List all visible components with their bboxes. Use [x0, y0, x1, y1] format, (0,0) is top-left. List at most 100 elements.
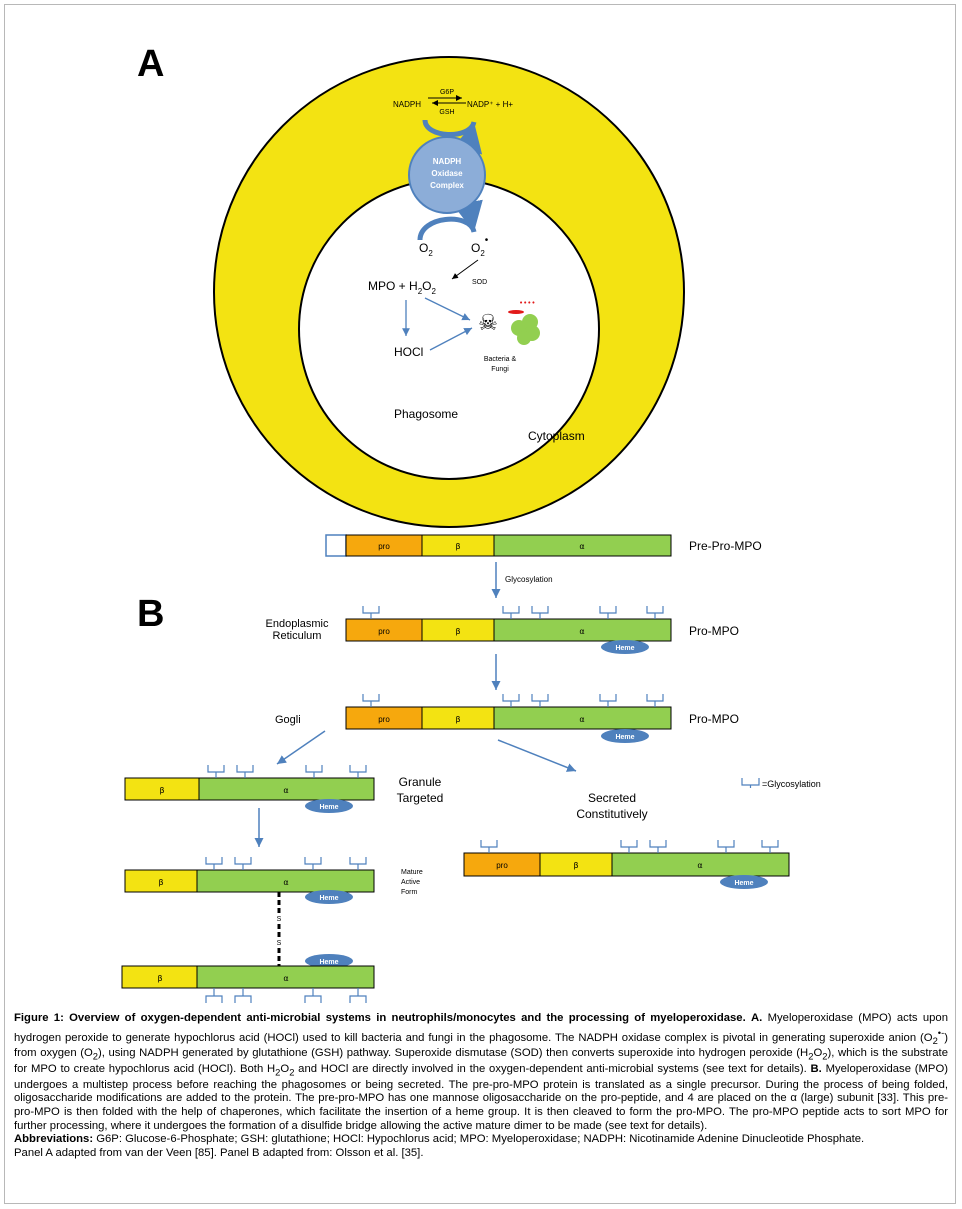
caption-sub: 2	[808, 1050, 814, 1062]
secreted-bar: pro β α	[463, 852, 790, 877]
mpo-to-microbes-arrow	[424, 297, 471, 321]
heme-label: Heme	[319, 804, 338, 811]
figure-diagram: A NADPH G6P GSH NADP⁺ + H+ NADPH Oxidase…	[121, 43, 821, 1003]
er-line-2: Reticulum	[273, 630, 322, 642]
panel-a-label: A	[137, 43, 164, 85]
er-pro-mpo-bar: pro β α	[345, 618, 672, 642]
seg-beta-label: β	[455, 715, 460, 724]
sod-arrow	[451, 259, 479, 280]
phagosome-label: Phagosome	[394, 407, 458, 421]
fungus-icon	[511, 314, 540, 345]
caption-sub: 2	[289, 1066, 295, 1078]
mature-bottom-bar: β α	[121, 965, 375, 989]
seg-beta-label: β	[455, 627, 460, 636]
hocl-to-microbes-arrow	[429, 327, 473, 351]
disulfide-s1: S	[277, 916, 282, 923]
glycosylation-fork	[205, 857, 223, 870]
skull-crossbones-icon: ☠	[478, 311, 498, 336]
seg-beta-label: β	[157, 974, 162, 983]
seg-pro-label: pro	[378, 542, 390, 551]
signal-peptide-segment	[325, 534, 347, 557]
reaction-nadph: NADPH	[393, 100, 421, 109]
glycosylation-fork	[502, 694, 520, 707]
glycosylation-fork	[717, 840, 735, 853]
bacterium-icon	[508, 310, 524, 314]
glycosylation-fork	[349, 988, 367, 1003]
caption-a-text: ) from oxygen (O	[14, 1031, 948, 1060]
caption-title: Figure 1: Overview of oxygen-dependent a…	[14, 1012, 746, 1024]
seg-pro-label: pro	[496, 861, 508, 870]
heme-group	[601, 640, 649, 654]
glycosylation-fork	[620, 840, 638, 853]
seg-alpha-label: α	[283, 786, 288, 795]
secreted-line-1: Secreted	[588, 791, 636, 805]
caption-a-label: A.	[751, 1012, 763, 1024]
caption-credit: Panel A adapted from van der Veen [85]. …	[14, 1146, 424, 1159]
seg-alpha-label: α	[579, 627, 584, 636]
microbes-line-2: Fungi	[491, 366, 509, 373]
caption-sup: •-	[937, 1026, 945, 1038]
caption-sub: 2	[92, 1050, 98, 1062]
mpo-h2o2-label: MPO + H2O2	[368, 279, 436, 296]
to-secreted-arrow	[497, 739, 577, 772]
caption-a-text: ), using NADPH generated by glutathione …	[98, 1047, 809, 1060]
nox-line-3: Complex	[430, 181, 464, 190]
seg-alpha-label: α	[579, 542, 584, 551]
caption-a-text: ), which is the substrate for MPO to cre…	[14, 1047, 948, 1076]
glycosylation-fork	[349, 765, 367, 778]
caption-sub: 2	[275, 1066, 281, 1078]
caption-a-text: O	[813, 1047, 823, 1060]
mature-line-2: Active	[401, 879, 420, 886]
glycosylation-fork	[761, 840, 779, 853]
glycosylation-fork	[649, 840, 667, 853]
caption-a-text: O	[280, 1063, 290, 1076]
glycosylation-fork	[349, 857, 367, 870]
caption-sub: 2	[822, 1050, 828, 1062]
seg-alpha-label: α	[283, 974, 288, 983]
pre-pro-mpo-label: Pre-Pro-MPO	[689, 539, 762, 553]
granule-targeted-bar: β α	[124, 777, 375, 801]
glycosylation-fork	[646, 606, 664, 619]
golgi-label: Gogli	[275, 714, 301, 726]
caption-abbreviations: Abbreviations: G6P: Glucose-6-Phosphate;…	[14, 1133, 948, 1147]
figure-caption: Figure 1: Overview of oxygen-dependent a…	[14, 1012, 948, 1160]
hocl-label: HOCl	[394, 345, 423, 359]
seg-alpha-label: α	[283, 878, 288, 887]
glycosylation-fork	[531, 606, 549, 619]
reaction-g6p: G6P	[440, 89, 454, 96]
glycosylation-legend-label: =Glycosylation	[762, 779, 821, 789]
pro-mpo-label-2: Pro-MPO	[689, 712, 739, 726]
cytoplasm-label: Cytoplasm	[528, 429, 585, 443]
glycosylation-fork	[304, 988, 322, 1003]
caption-sub: 2	[932, 1034, 938, 1046]
granule-line-2: Targeted	[397, 791, 444, 805]
glycosylation-fork	[205, 988, 223, 1003]
glycosylation-fork	[480, 840, 498, 853]
seg-beta-label: β	[573, 861, 578, 870]
heme-group	[720, 875, 768, 889]
seg-beta-label: β	[159, 786, 164, 795]
heme-label: Heme	[734, 880, 753, 887]
figure-frame	[4, 4, 956, 1204]
o2-curved-arrow	[417, 199, 483, 241]
glycosylation-fork	[234, 857, 252, 870]
caption-a-text: and HOCl are directly involved in the ox…	[294, 1063, 807, 1076]
glycosylation-fork	[531, 694, 549, 707]
mature-top-bar: β α	[124, 869, 375, 893]
heme-label: Heme	[319, 959, 338, 966]
microbes-line-1: Bacteria &	[484, 356, 517, 363]
glycosylation-step-label: Glycosylation	[505, 575, 553, 584]
glycosylation-fork	[362, 606, 380, 619]
glycosylation-fork	[305, 765, 323, 778]
bacteria-dots-icon: ••••	[519, 299, 536, 307]
heme-group	[305, 890, 353, 904]
heme-label: Heme	[615, 734, 634, 741]
heme-label: Heme	[319, 895, 338, 902]
caption-b-text: Myeloperoxidase (MPO) undergoes a multis…	[14, 1063, 949, 1132]
heme-label: Heme	[615, 645, 634, 652]
seg-pro-label: pro	[378, 715, 390, 724]
pre-pro-mpo-bar: pro β α	[325, 534, 672, 557]
granule-line-1: Granule	[399, 775, 442, 789]
seg-beta-label: β	[158, 878, 163, 887]
glycosylation-fork	[304, 857, 322, 870]
